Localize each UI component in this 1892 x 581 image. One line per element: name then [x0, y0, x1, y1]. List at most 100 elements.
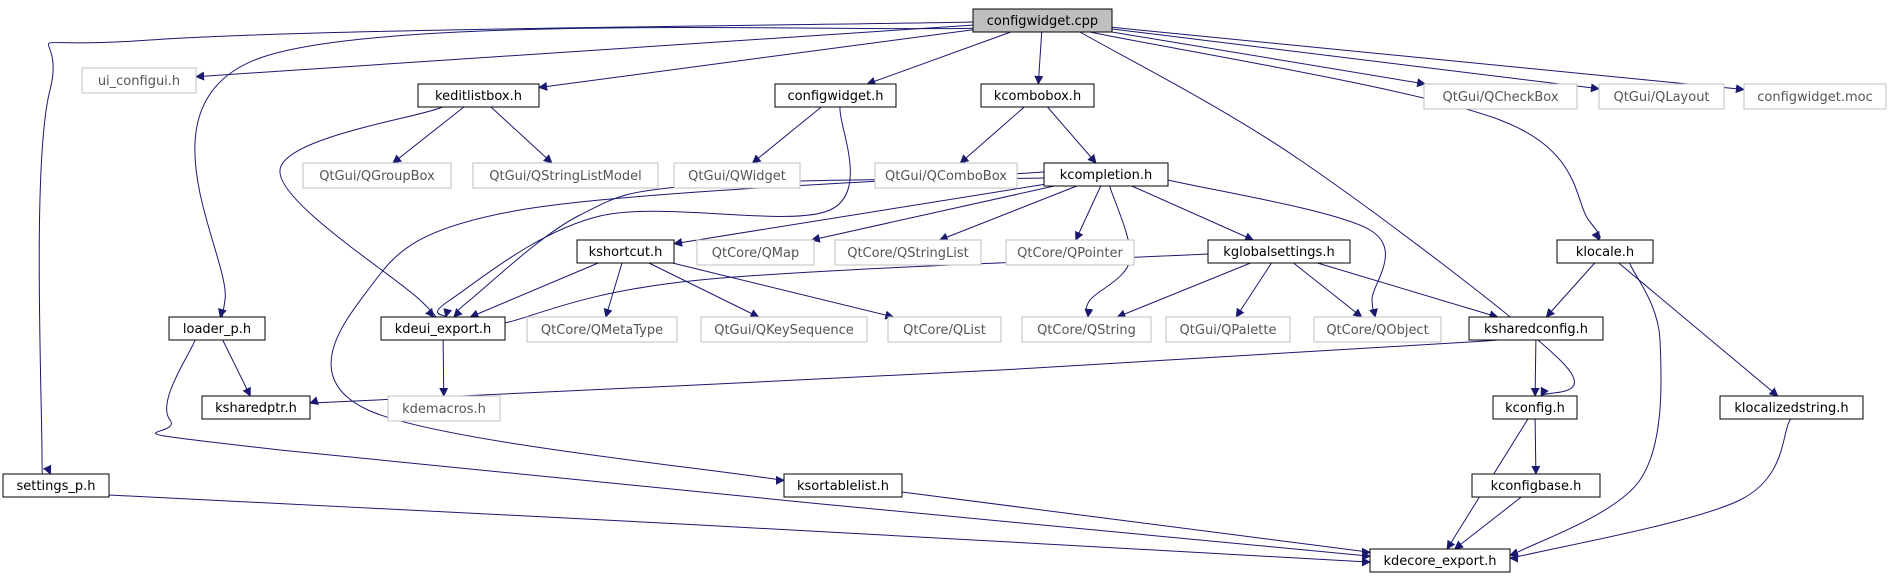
node-box — [783, 473, 903, 498]
node-settings-p-h[interactable]: settings_p.h — [2, 473, 110, 498]
node-kglobalsettings-h[interactable]: kglobalsettings.h — [1207, 239, 1351, 264]
node-label: QtGui/QWidget — [688, 169, 786, 184]
node-box — [972, 8, 1113, 33]
edge-kshortcut_h-to-qmetatype — [603, 262, 623, 318]
node-box — [81, 67, 197, 94]
node-kconfigbase-h[interactable]: kconfigbase.h — [1471, 473, 1601, 498]
node-keditlistbox-h[interactable]: keditlistbox.h — [417, 83, 540, 108]
node-klocalizedstring-h[interactable]: klocalizedstring.h — [1719, 395, 1864, 420]
edge-configwidget_cpp-to-klocale_h — [1059, 24, 1601, 241]
node-box — [1598, 83, 1725, 110]
node-qcombobox: QtGui/QComboBox — [874, 162, 1018, 189]
node-kdecore-export-h[interactable]: kdecore_export.h — [1369, 548, 1511, 573]
node-label: QtGui/QPalette — [1180, 323, 1277, 338]
node-label: kdecore_export.h — [1384, 554, 1497, 569]
edge-configwidget_h-to-kdeui_export_h — [437, 99, 851, 318]
node-configwidget-cpp[interactable]: configwidget.cpp — [972, 8, 1113, 33]
edge-configwidget_cpp-to-qcheckbox — [1111, 31, 1427, 88]
node-box — [1369, 548, 1511, 573]
edge-configwidget_h-to-qwidget — [751, 106, 822, 164]
node-label: QtCore/QObject — [1326, 323, 1428, 338]
node-ui-configui-h: ui_configui.h — [81, 67, 197, 94]
node-qmap: QtCore/QMap — [696, 239, 815, 266]
node-label: configwidget.h — [788, 89, 884, 104]
edge-loader_p_h-to-ksharedptr_h — [222, 339, 251, 397]
node-box — [1468, 316, 1604, 341]
node-label: configwidget.cpp — [987, 14, 1098, 29]
node-kshortcut-h[interactable]: kshortcut.h — [576, 239, 675, 264]
node-configwidget-moc: configwidget.moc — [1743, 83, 1887, 110]
node-ksharedptr-h[interactable]: ksharedptr.h — [201, 395, 311, 420]
node-box — [1207, 239, 1351, 264]
node-box — [834, 239, 982, 266]
node-qstringlist: QtCore/QStringList — [834, 239, 982, 266]
nodes-layer: configwidget.cpp ui_configui.h keditlistbo… — [2, 8, 1887, 573]
node-kcompletion-h[interactable]: kcompletion.h — [1043, 162, 1169, 187]
node-box — [526, 316, 678, 343]
node-label: klocalizedstring.h — [1734, 401, 1848, 416]
edge-kshortcut_h-to-kdeui_export_h — [469, 262, 599, 318]
node-kdeui-export-h[interactable]: kdeui_export.h — [380, 316, 506, 341]
node-qlist: QtCore/QList — [887, 316, 1002, 343]
edge-kglobalsettings_h-to-qstring — [1116, 262, 1251, 319]
node-ksharedconfig-h[interactable]: ksharedconfig.h — [1468, 316, 1604, 341]
node-box — [887, 316, 1002, 343]
node-qkeysequence: QtGui/QKeySequence — [700, 316, 868, 343]
node-kdemacros-h: kdemacros.h — [387, 395, 501, 422]
edge-kcompletion_h-to-kglobalsettings_h — [1131, 185, 1255, 241]
node-qpointer: QtCore/QPointer — [1005, 239, 1135, 266]
node-label: QtGui/QKeySequence — [714, 323, 854, 338]
node-label: kdeui_export.h — [395, 322, 492, 337]
node-box — [1719, 395, 1864, 420]
node-qmetatype: QtCore/QMetaType — [526, 316, 678, 343]
edge-keditlistbox_h-to-qstringlistmodel — [490, 106, 553, 164]
node-box — [1313, 316, 1442, 343]
node-kcombobox-h[interactable]: kcombobox.h — [980, 83, 1095, 108]
node-label: keditlistbox.h — [435, 89, 522, 104]
node-klocale-h[interactable]: klocale.h — [1556, 239, 1654, 264]
node-box — [1556, 239, 1654, 264]
node-loader-p-h[interactable]: loader_p.h — [168, 316, 266, 341]
node-label: kdemacros.h — [402, 402, 486, 417]
node-qstringlistmodel: QtGui/QStringListModel — [472, 162, 659, 189]
edge-kshortcut_h-to-qkeysequence — [648, 262, 760, 318]
edge-kdeui_export_h-to-kdemacros_h — [439, 339, 449, 397]
edge-kglobalsettings_h-to-ksharedconfig_h — [1317, 262, 1499, 319]
edge-configwidget_cpp-to-keditlistbox_h — [538, 29, 974, 91]
node-label: klocale.h — [1576, 245, 1634, 260]
edge-kglobalsettings_h-to-qpalette — [1235, 262, 1272, 318]
edge-configwidget_cpp-to-qlayout — [1111, 28, 1600, 93]
edge-kconfigbase_h-to-kdecore_export_h — [1453, 496, 1522, 550]
node-label: kshortcut.h — [589, 245, 663, 260]
edge-configwidget_cpp-to-kcombobox_h — [1034, 31, 1044, 85]
node-box — [1743, 83, 1887, 110]
node-box — [302, 162, 452, 189]
node-label: QtCore/QMap — [712, 246, 799, 261]
edge-kcompletion_h-to-qstringlist — [938, 185, 1077, 242]
node-label: QtCore/QMetaType — [541, 323, 663, 338]
node-label: QtCore/QList — [903, 323, 986, 338]
edge-configwidget_cpp-to-configwidget_h — [866, 31, 1011, 86]
node-label: kglobalsettings.h — [1223, 245, 1334, 260]
node-kconfig-h[interactable]: kconfig.h — [1492, 395, 1578, 420]
node-configwidget-h[interactable]: configwidget.h — [774, 83, 897, 108]
edge-kcompletion_h-to-qpointer — [1075, 185, 1102, 241]
node-ksortablelist-h[interactable]: ksortablelist.h — [783, 473, 903, 498]
node-box — [1165, 316, 1291, 343]
node-box — [980, 83, 1095, 108]
node-label: QtCore/QString — [1037, 323, 1136, 338]
node-box — [2, 473, 110, 498]
node-box — [673, 162, 801, 189]
edge-ksharedconfig_h-to-kconfig_h — [1530, 339, 1540, 397]
node-box — [201, 395, 311, 420]
node-label: kconfig.h — [1505, 401, 1565, 416]
node-label: QtGui/QLayout — [1613, 90, 1709, 105]
node-box — [696, 239, 815, 266]
node-label: kcompletion.h — [1060, 168, 1152, 183]
node-box — [576, 239, 675, 264]
edge-kcombobox_h-to-qcombobox — [959, 106, 1025, 164]
edge-klocale_h-to-ksharedconfig_h — [1545, 262, 1596, 318]
node-box — [1423, 83, 1578, 110]
node-box — [1492, 395, 1578, 420]
